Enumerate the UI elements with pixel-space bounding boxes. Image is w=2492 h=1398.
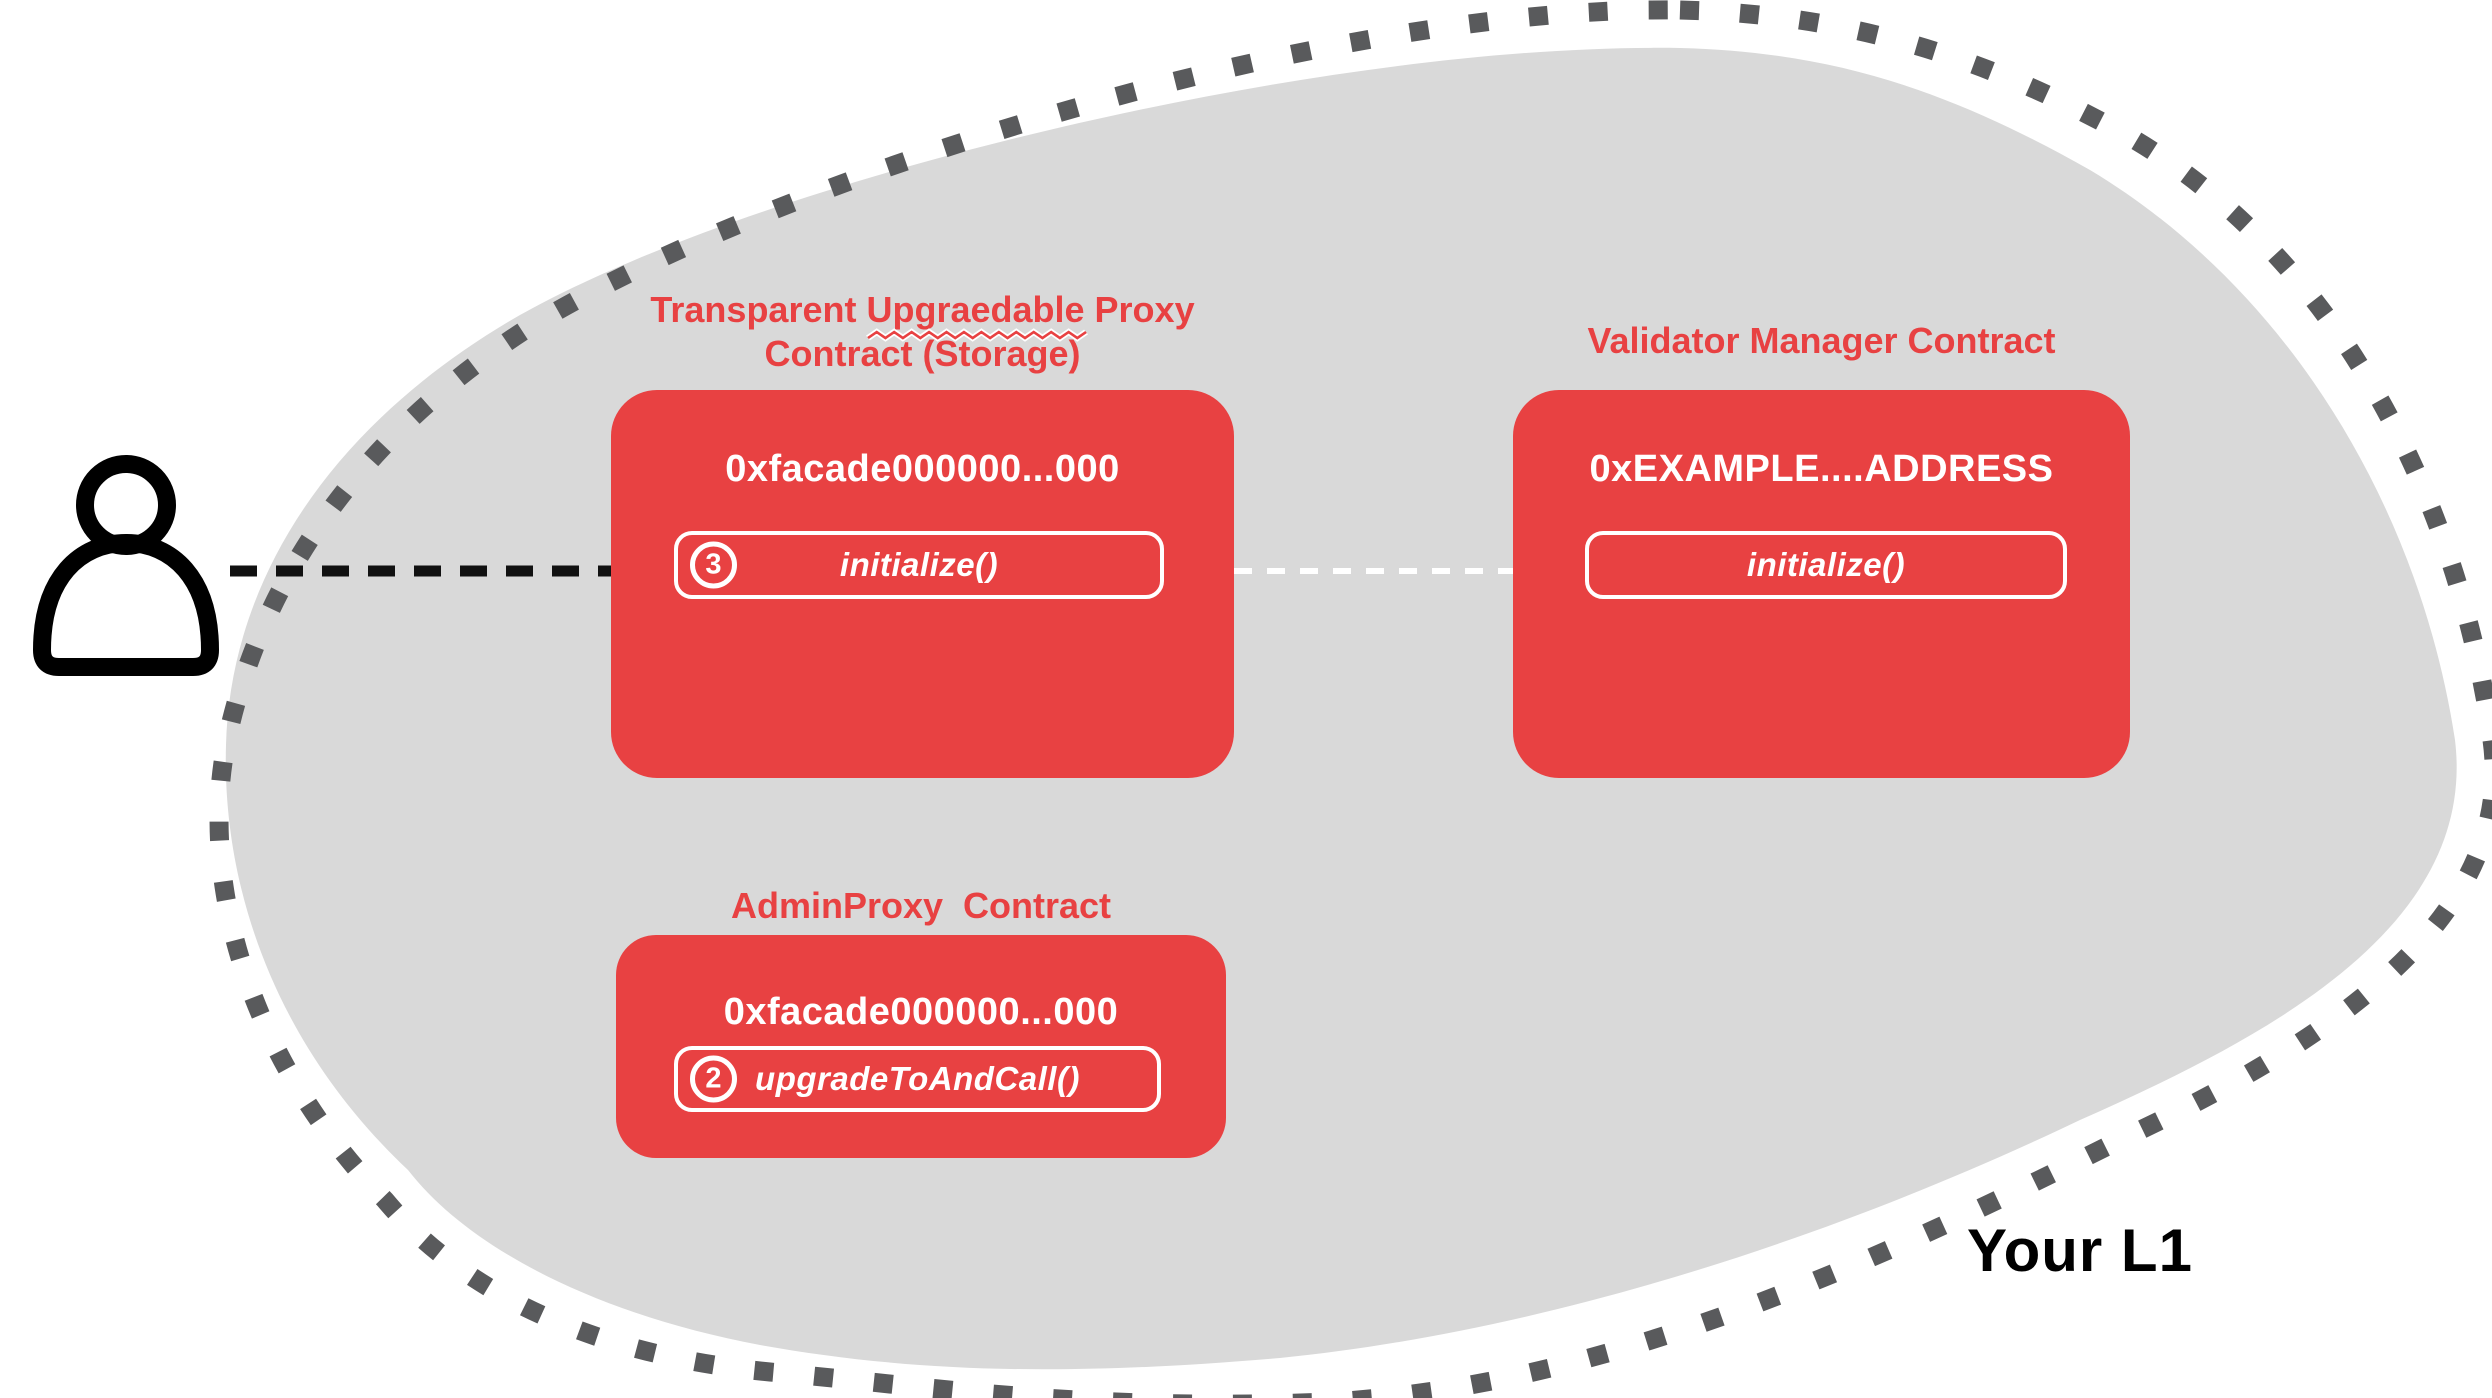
validator-contract-title: Validator Manager Contract [1587,320,2056,361]
proxy-title-post: Proxy [1084,289,1195,330]
step-3-badge: 3 [690,541,737,589]
step-2-badge: 2 [690,1055,737,1103]
upgrade-to-and-call-label: upgradeToAndCall() [755,1060,1080,1097]
proxy-title-line1: Transparent Upgraedable Proxy [611,288,1234,342]
admin-proxy-contract-address: 0xfacade000000...000 [723,991,1119,1033]
proxy-title-misspelled-word: Upgraedable [866,288,1089,342]
l1-dotted-border [209,0,2492,1398]
proxy-initialize-label: initialize() [839,546,999,583]
validator-contract-box: 0xEXAMPLE....ADDRESS initialize() [1513,390,2130,778]
proxy-initialize-pill: 3 initialize() [674,531,1164,599]
person-icon [33,455,219,676]
validator-initialize-label: initialize() [1746,546,1906,583]
validator-contract-address: 0xEXAMPLE....ADDRESS [1589,448,2054,490]
proxy-title-pre: Transparent [650,289,867,330]
your-l1-label: Your L1 [1967,1217,2193,1284]
admin-proxy-contract-box: 0xfacade000000...000 2 upgradeToAndCall(… [616,935,1226,1158]
proxy-contract-box: 0xfacade000000...000 3 initialize() [611,390,1234,778]
upgrade-to-and-call-pill: 2 upgradeToAndCall() [674,1046,1161,1112]
validator-initialize-pill: initialize() [1585,531,2067,599]
spellcheck-squiggle-icon [866,328,1089,342]
proxy-contract-address: 0xfacade000000...000 [725,448,1120,490]
admin-proxy-contract-title: AdminProxy Contract [730,885,1112,926]
proxy-contract-title: Transparent Upgraedable Proxy Contract (… [611,288,1234,376]
